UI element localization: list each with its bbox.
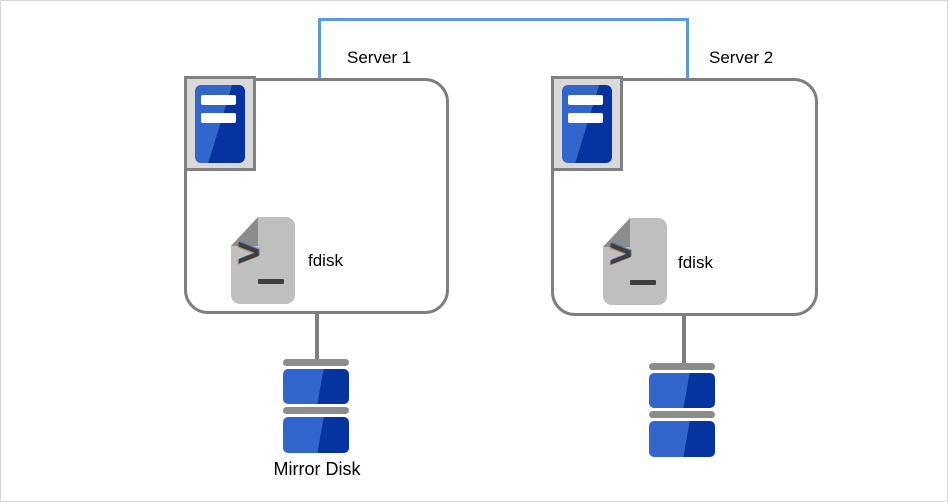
disk-cap-bar — [283, 359, 349, 366]
terminal-cursor-bar — [258, 279, 284, 284]
server1-frame — [184, 76, 256, 171]
server1-title: Server 1 — [347, 48, 412, 67]
server-slot-bar — [568, 113, 603, 123]
server-slot-bar — [568, 95, 603, 105]
server1-tool-label: fdisk — [308, 251, 343, 270]
disk-stack-icon — [283, 359, 349, 453]
disk-cap-bar — [649, 411, 715, 418]
terminal-prompt-glyph: > — [237, 231, 261, 275]
disk-platter — [283, 417, 349, 453]
server2-disk-connector-line — [682, 314, 686, 363]
terminal-prompt-glyph: > — [609, 232, 633, 276]
disk-platter — [649, 373, 715, 408]
disk-stack-icon — [649, 363, 715, 457]
disk-cap-bar — [649, 363, 715, 370]
server-tower-icon — [195, 85, 245, 163]
server1-disk-connector-line — [315, 312, 319, 359]
server-slot-bar — [201, 95, 236, 105]
disk-platter — [649, 421, 715, 457]
server2-title: Server 2 — [709, 48, 774, 67]
server-slot-bar — [201, 113, 236, 123]
server2-frame — [551, 76, 623, 171]
disk-cap-bar — [283, 407, 349, 414]
mirror-disk-label: Mirror Disk — [273, 459, 361, 479]
server-tower-icon — [562, 85, 612, 163]
terminal-cursor-bar — [630, 280, 656, 285]
server2-tool-label: fdisk — [678, 253, 713, 272]
disk-platter — [283, 369, 349, 404]
server-interconnect-line — [318, 18, 689, 78]
